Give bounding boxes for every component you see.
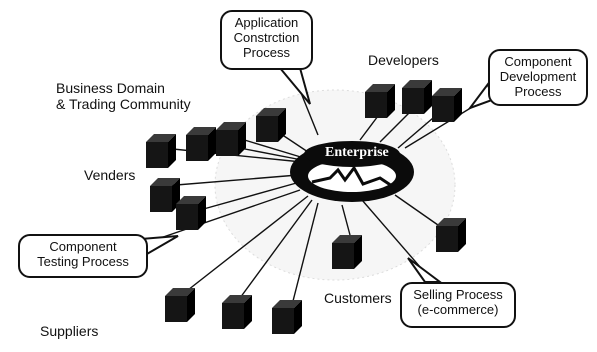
suppliers-label: Suppliers xyxy=(40,323,99,339)
vender-box-2 xyxy=(186,127,216,161)
line-supplier-1 xyxy=(187,195,309,291)
enterprise-skyline xyxy=(311,165,393,188)
developer-box-3 xyxy=(432,88,462,122)
vender-box-6 xyxy=(176,196,206,230)
supplier-box-3 xyxy=(272,300,302,334)
callout-tails xyxy=(126,67,494,283)
supplier-box-2 xyxy=(222,295,252,329)
vender-box-4 xyxy=(256,108,286,142)
line-developer-2 xyxy=(379,111,411,143)
selling-process-callout: Selling Process (e-commerce) xyxy=(400,282,516,328)
vender-box-5 xyxy=(150,178,180,212)
line-developer-1 xyxy=(359,115,379,141)
line-testing-callout xyxy=(139,189,301,246)
line-vender-5 xyxy=(163,174,299,187)
supplier-box-1 xyxy=(165,288,195,322)
business-domain-label: Business Domain & Trading Community xyxy=(56,80,191,112)
customers-label: Customers xyxy=(324,290,392,306)
tail-selling xyxy=(407,257,443,283)
developers-label: Developers xyxy=(368,52,439,68)
vender-box-1 xyxy=(146,134,176,168)
line-supplier-2 xyxy=(239,199,313,299)
component-testing-callout: Component Testing Process xyxy=(18,234,148,278)
line-supplier-3 xyxy=(291,202,319,306)
line-customer-1 xyxy=(341,204,351,236)
customer-box-2 xyxy=(436,218,466,252)
enterprise-label-plate xyxy=(304,141,400,167)
developer-box-2 xyxy=(402,80,432,114)
line-vender-6 xyxy=(199,181,301,211)
enterprise-ring-hole xyxy=(308,160,396,192)
developer-box-1 xyxy=(365,84,395,118)
venders-label: Venders xyxy=(84,167,136,183)
vender-box-3 xyxy=(216,122,246,156)
application-process-callout: Application Constrction Process xyxy=(220,10,313,70)
enterprise-label: Enterprise xyxy=(325,145,389,160)
customer-box-1 xyxy=(332,235,362,269)
component-development-callout: Component Development Process xyxy=(488,49,588,106)
